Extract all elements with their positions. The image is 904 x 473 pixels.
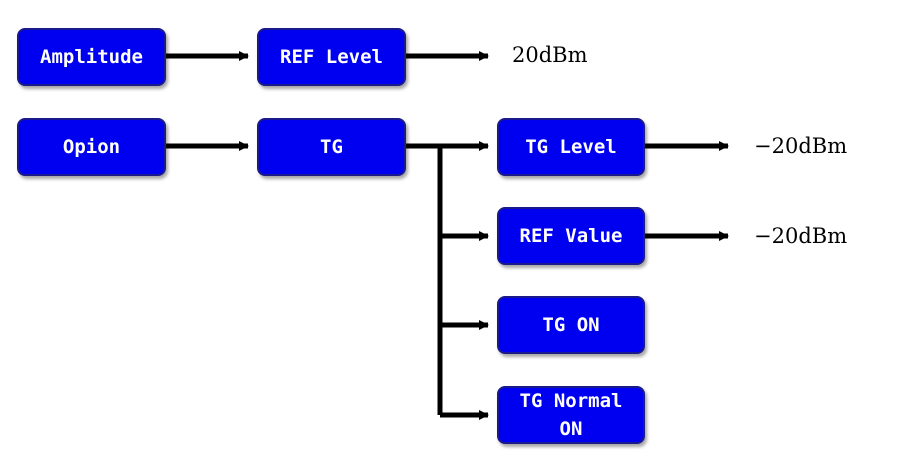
node-amplitude: Amplitude (17, 28, 166, 86)
node-tg-normal-on-label: TG Normal ON (519, 390, 623, 440)
tg-branch-trunk (406, 143, 443, 415)
node-tg-level: TG Level (497, 118, 645, 176)
node-tg-label: TG (320, 136, 343, 158)
node-ref-level: REF Level (257, 28, 406, 86)
node-ref-value-label: REF Value (519, 225, 623, 247)
node-tg-normal-on: TG Normal ON (497, 386, 645, 444)
node-ref-level-label: REF Level (280, 46, 383, 68)
node-tg-on: TG ON (497, 296, 645, 354)
node-amplitude-label: Amplitude (40, 46, 143, 68)
node-opion: Opion (17, 118, 166, 176)
node-tg-level-label: TG Level (525, 136, 617, 158)
tg-level-value: −20dBm (754, 134, 848, 158)
ref-value-value: −20dBm (754, 224, 848, 248)
ref-level-value: 20dBm (512, 43, 588, 67)
node-opion-label: Opion (62, 136, 121, 158)
node-tg-on-label: TG ON (542, 314, 600, 336)
node-ref-value: REF Value (497, 207, 645, 265)
node-tg: TG (257, 118, 406, 176)
